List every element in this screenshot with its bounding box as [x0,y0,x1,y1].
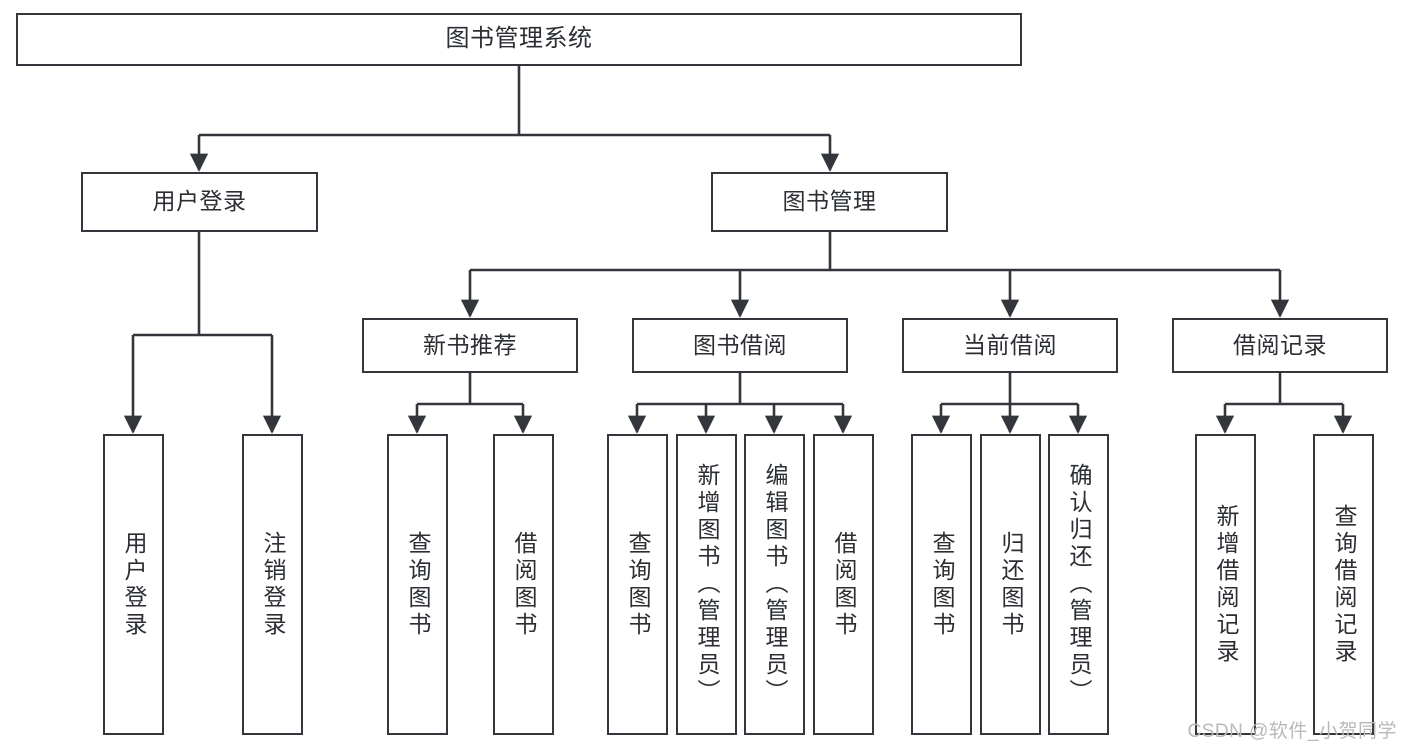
node-leaf-edit-book-label: 编辑图书（管理员） [762,463,788,706]
node-book-borrow[interactable]: 图书借阅 [632,318,848,373]
node-leaf-query-record[interactable]: 查询借阅记录 [1313,434,1374,735]
node-leaf-query-book-3[interactable]: 查询图书 [911,434,972,735]
node-new-book-recommend[interactable]: 新书推荐 [362,318,578,373]
node-leaf-user-login[interactable]: 用户登录 [103,434,164,735]
node-leaf-query-book-2[interactable]: 查询图书 [607,434,668,735]
node-leaf-add-book[interactable]: 新增图书（管理员） [676,434,737,735]
node-leaf-user-login-label: 用户登录 [121,530,147,639]
node-book-borrow-label: 图书借阅 [693,331,787,358]
node-leaf-confirm-return[interactable]: 确认归还（管理员） [1048,434,1109,735]
node-leaf-add-record[interactable]: 新增借阅记录 [1195,434,1256,735]
node-user-login[interactable]: 用户登录 [81,172,318,232]
node-current-borrow-label: 当前借阅 [963,331,1057,358]
node-leaf-confirm-return-label: 确认归还（管理员） [1066,463,1092,706]
node-leaf-return-book[interactable]: 归还图书 [980,434,1041,735]
node-borrow-record-label: 借阅记录 [1233,331,1327,358]
node-leaf-query-record-label: 查询借阅记录 [1331,503,1357,666]
node-leaf-logout-login[interactable]: 注销登录 [242,434,303,735]
node-leaf-borrow-book-1-label: 借阅图书 [511,530,537,639]
node-root-label: 图书管理系统 [445,25,593,53]
node-book-manage-label: 图书管理 [782,188,877,215]
node-leaf-borrow-book-1[interactable]: 借阅图书 [493,434,554,735]
node-leaf-query-book-1-label: 查询图书 [405,530,431,639]
node-leaf-add-book-label: 新增图书（管理员） [694,463,720,706]
node-leaf-query-book-2-label: 查询图书 [625,530,651,639]
node-book-manage[interactable]: 图书管理 [711,172,948,232]
node-user-login-label: 用户登录 [152,188,247,215]
node-leaf-edit-book[interactable]: 编辑图书（管理员） [744,434,805,735]
node-leaf-add-record-label: 新增借阅记录 [1213,503,1239,666]
node-root[interactable]: 图书管理系统 [16,13,1022,66]
node-leaf-borrow-book-2-label: 借阅图书 [831,530,857,639]
node-borrow-record[interactable]: 借阅记录 [1172,318,1388,373]
node-current-borrow[interactable]: 当前借阅 [902,318,1118,373]
node-leaf-query-book-3-label: 查询图书 [929,530,955,639]
node-leaf-return-book-label: 归还图书 [998,530,1024,639]
node-leaf-logout-login-label: 注销登录 [260,530,286,639]
node-leaf-query-book-1[interactable]: 查询图书 [387,434,448,735]
node-leaf-borrow-book-2[interactable]: 借阅图书 [813,434,874,735]
node-new-book-recommend-label: 新书推荐 [423,331,517,358]
watermark-text: CSDN @软件_小贺同学 [1187,721,1397,742]
